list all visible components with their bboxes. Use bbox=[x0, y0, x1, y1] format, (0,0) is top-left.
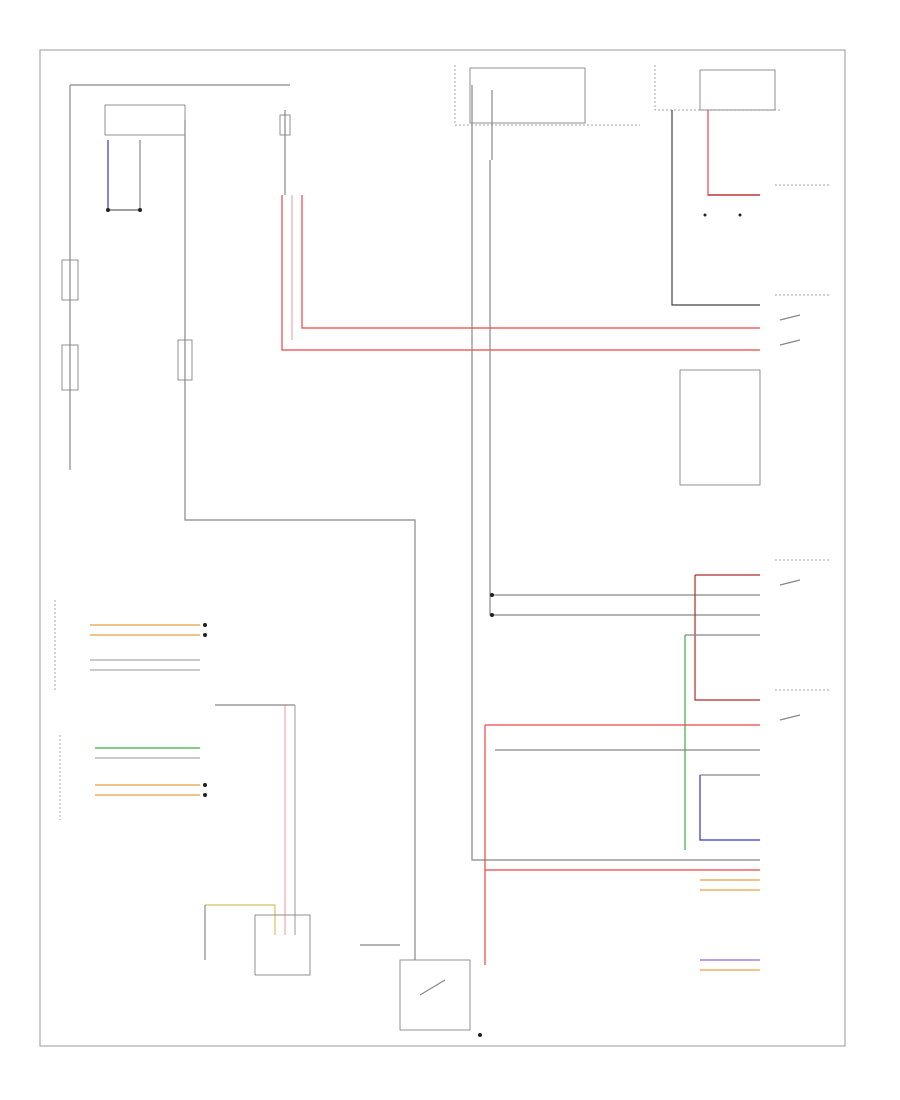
fuse-red-feed bbox=[279, 110, 760, 351]
relay-box-center bbox=[454, 65, 760, 861]
relay-box-right bbox=[654, 65, 780, 306]
relay-upper bbox=[679, 184, 830, 486]
battery-circuit bbox=[61, 84, 416, 960]
diagram-frame bbox=[39, 49, 846, 1047]
relay-lower bbox=[484, 559, 830, 971]
left-connectors bbox=[54, 600, 207, 820]
starter-motor bbox=[360, 944, 482, 1037]
selector-lever-module bbox=[204, 704, 311, 976]
